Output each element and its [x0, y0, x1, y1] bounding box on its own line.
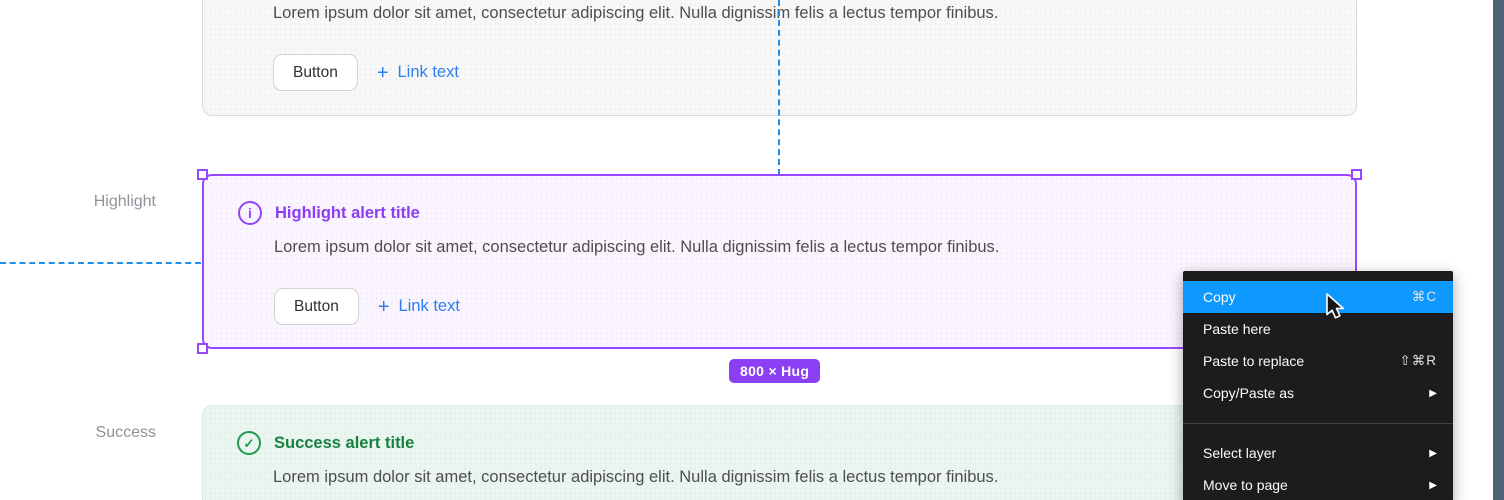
- menu-item-copy-paste-as[interactable]: Copy/Paste as ▶: [1203, 385, 1437, 401]
- menu-item-move-to-page[interactable]: Move to page ▶: [1203, 477, 1437, 493]
- alert-body-text: Lorem ipsum dolor sit amet, consectetur …: [273, 4, 999, 22]
- selection-handle-top-left[interactable]: [197, 169, 208, 180]
- distance-guide-vertical: [778, 0, 780, 175]
- submenu-arrow-icon: ▶: [1429, 479, 1437, 491]
- alert-actions: Button + Link text: [273, 54, 459, 91]
- alert-title-row: i Highlight alert title: [238, 201, 420, 225]
- menu-item-paste-to-replace[interactable]: Paste to replace ⇧⌘R: [1203, 353, 1437, 369]
- alert-actions: Button + Link text: [274, 288, 460, 325]
- canvas-edge-panel: [1493, 0, 1504, 500]
- alert-body-text: Lorem ipsum dolor sit amet, consectetur …: [274, 238, 1000, 256]
- alert-link-label: Link text: [398, 297, 460, 315]
- menu-item-copy[interactable]: Copy ⌘C: [1183, 281, 1453, 313]
- alert-title-row: ✓ Success alert title: [237, 431, 414, 455]
- shortcut-copy: ⌘C: [1411, 289, 1437, 304]
- selection-handle-bottom-left[interactable]: [197, 343, 208, 354]
- alert-title: Highlight alert title: [275, 203, 420, 222]
- row-label-success: Success: [95, 424, 156, 441]
- menu-item-select-layer[interactable]: Select layer ▶: [1203, 445, 1437, 461]
- plus-icon: +: [376, 61, 389, 84]
- alert-button[interactable]: Button: [274, 288, 359, 325]
- row-label-highlight: Highlight: [93, 193, 156, 210]
- menu-item-paste-here[interactable]: Paste here: [1203, 321, 1271, 337]
- alert-card-success[interactable]: ✓ Success alert title Lorem ipsum dolor …: [202, 405, 1357, 500]
- alert-button[interactable]: Button: [273, 54, 358, 91]
- context-menu: Copy ⌘C Paste here Paste to replace ⇧⌘R …: [1183, 271, 1453, 500]
- check-circle-icon: ✓: [237, 431, 261, 455]
- selection-handle-top-right[interactable]: [1351, 169, 1362, 180]
- info-circle-icon: i: [238, 201, 262, 225]
- size-badge: 800 × Hug: [729, 359, 821, 383]
- submenu-arrow-icon: ▶: [1429, 387, 1437, 399]
- alert-card-highlight[interactable]: i Highlight alert title Lorem ipsum dolo…: [197, 169, 1362, 354]
- distance-guide-horizontal: [0, 262, 201, 264]
- menu-divider: [1183, 423, 1453, 424]
- alert-body-text: Lorem ipsum dolor sit amet, consectetur …: [273, 468, 999, 486]
- submenu-arrow-icon: ▶: [1429, 447, 1437, 459]
- alert-link-label: Link text: [397, 63, 459, 81]
- mouse-cursor-icon: [1326, 293, 1344, 319]
- alert-link[interactable]: + Link text: [377, 63, 459, 83]
- alert-link[interactable]: + Link text: [378, 297, 460, 317]
- alert-title: Success alert title: [274, 433, 415, 452]
- plus-icon: +: [377, 295, 390, 318]
- shortcut-paste-to-replace: ⇧⌘R: [1399, 353, 1437, 368]
